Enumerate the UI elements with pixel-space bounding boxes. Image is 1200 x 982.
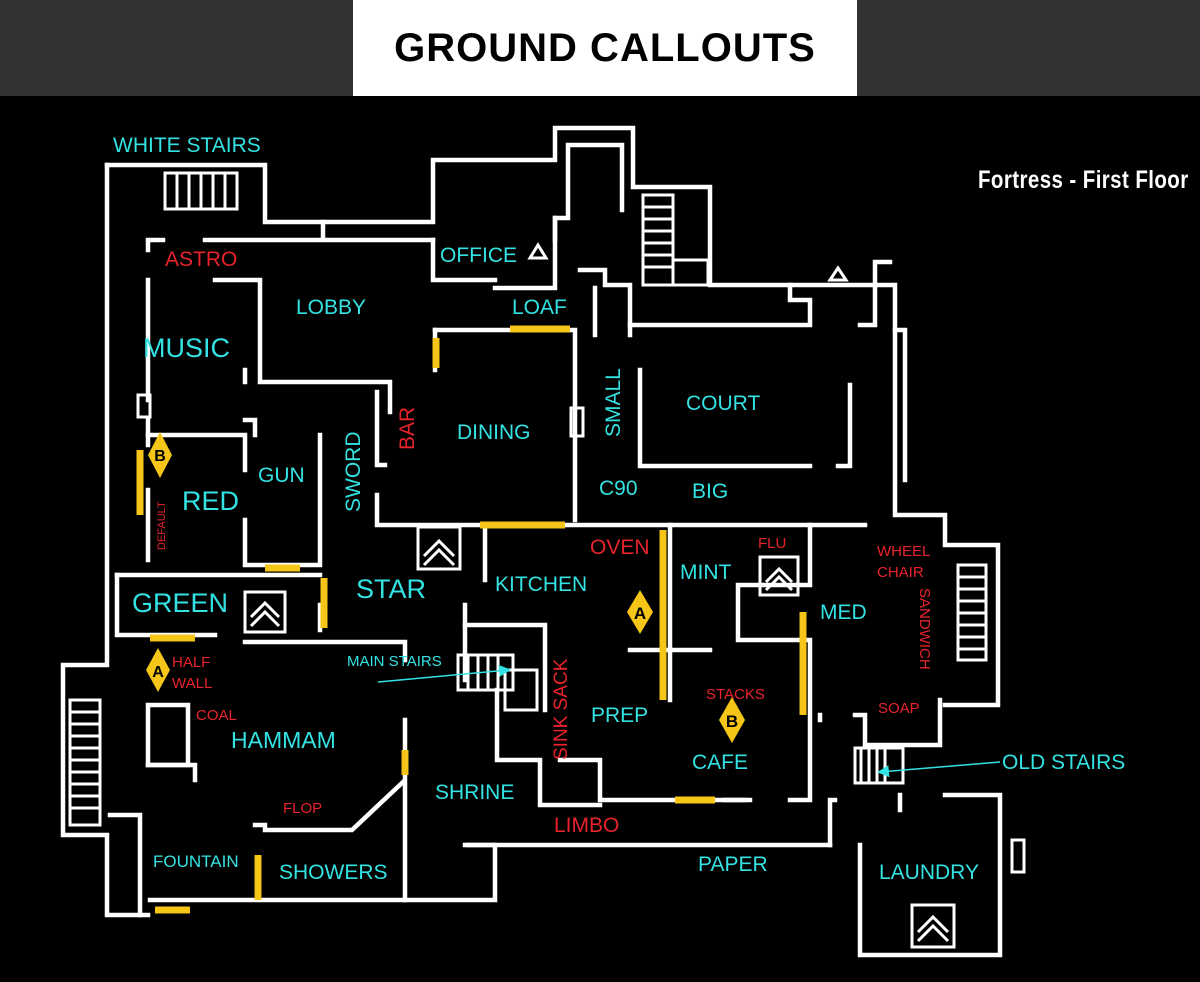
callout-cafe: CAFE xyxy=(692,751,748,774)
page-title: GROUND CALLOUTS xyxy=(394,25,816,70)
bomb-site-a-kitchen-icon: A xyxy=(627,590,653,634)
callout-c90: C90 xyxy=(599,477,638,500)
svg-text:A: A xyxy=(152,664,164,681)
callout-green: GREEN xyxy=(132,588,228,618)
callout-wall: WALL xyxy=(172,675,212,692)
callout-office: OFFICE xyxy=(440,244,517,267)
callout-oven: OVEN xyxy=(590,536,650,559)
bomb-site-markers: A A B B xyxy=(146,432,745,743)
callout-default: DEFAULT xyxy=(156,501,168,550)
callout-gun: GUN xyxy=(258,464,305,487)
callout-half: HALF xyxy=(172,654,210,671)
title-box: GROUND CALLOUTS xyxy=(353,0,857,96)
callout-kitchen: KITCHEN xyxy=(495,573,587,596)
svg-text:A: A xyxy=(634,604,646,623)
callout-coal: COAL xyxy=(196,707,237,724)
callout-red: RED xyxy=(182,486,239,516)
callout-hammam: HAMMAM xyxy=(231,727,336,753)
callout-astro: ASTRO xyxy=(165,248,237,271)
old-stairs-arrow xyxy=(877,761,1001,778)
callout-star: STAR xyxy=(356,574,426,604)
callout-flu: FLU xyxy=(758,535,786,552)
callout-wheel: WHEEL xyxy=(877,543,930,560)
callout-limbo: LIMBO xyxy=(554,814,619,837)
court-triangle-icon xyxy=(827,265,849,282)
callout-shrine: SHRINE xyxy=(435,781,514,804)
callout-small: SMALL xyxy=(602,368,625,437)
callout-flop: FLOP xyxy=(283,800,322,817)
bomb-site-b-cafe-icon: B xyxy=(719,697,745,743)
callout-old-stairs: OLD STAIRS xyxy=(1002,751,1125,774)
callout-dining: DINING xyxy=(457,421,531,444)
floor-label: Fortress - First Floor xyxy=(978,166,1189,194)
callout-music: MUSIC xyxy=(143,333,230,363)
callout-stacks: STACKS xyxy=(706,686,765,703)
callout-court: COURT xyxy=(686,392,760,415)
breakable-walls xyxy=(136,325,807,914)
callout-main-stairs: MAIN STAIRS xyxy=(347,653,442,670)
callout-soap: SOAP xyxy=(878,700,920,717)
callout-big: BIG xyxy=(692,480,728,503)
callout-bar: BAR xyxy=(396,407,419,450)
floor-map: A A B B WHITE STAIRS ASTRO OFFICE LOBBY … xyxy=(60,125,1125,958)
callout-fountain: FOUNTAIN xyxy=(153,852,239,871)
callout-white-stairs: WHITE STAIRS xyxy=(113,134,261,157)
callout-med: MED xyxy=(820,601,867,624)
bomb-site-a-half-wall-icon: A xyxy=(146,648,170,692)
callout-showers: SHOWERS xyxy=(279,861,388,884)
callout-loaf: LOAF xyxy=(512,296,567,319)
callout-lobby: LOBBY xyxy=(296,296,366,319)
callout-chair: CHAIR xyxy=(877,564,924,581)
bomb-site-b-default-icon: B xyxy=(148,432,172,478)
callout-laundry: LAUNDRY xyxy=(879,861,979,884)
callout-sandwich: SANDWICH xyxy=(916,588,933,670)
callout-paper: PAPER xyxy=(698,853,768,876)
main-stairs-arrow xyxy=(377,664,511,683)
callout-mint: MINT xyxy=(680,561,731,584)
callout-labels: WHITE STAIRS ASTRO OFFICE LOBBY LOAF MUS… xyxy=(113,134,1125,884)
svg-text:B: B xyxy=(726,712,738,731)
callout-sink-sack: SINK SACK xyxy=(551,658,572,760)
office-triangle-icon xyxy=(527,242,549,260)
callout-sword: SWORD xyxy=(342,432,365,513)
svg-text:B: B xyxy=(154,448,166,465)
callout-prep: PREP xyxy=(591,704,648,727)
